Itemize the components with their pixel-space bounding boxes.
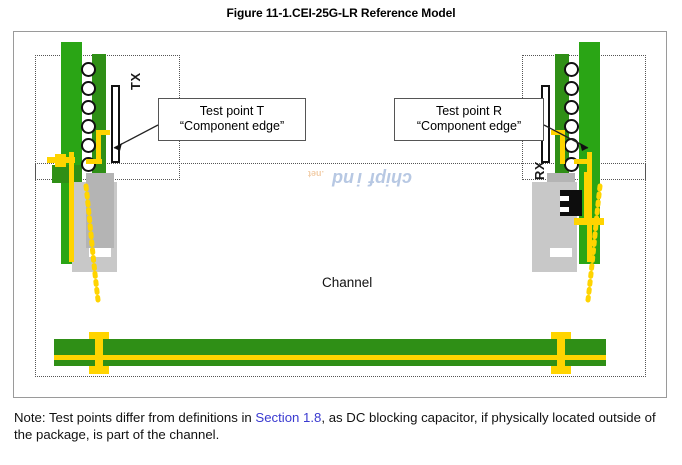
callout-r-line1: Test point R xyxy=(435,104,502,118)
tx-bga-ball xyxy=(81,138,96,153)
tx-bottom-via-cap-bot xyxy=(89,366,109,374)
rx-bottom-via-cap-bot xyxy=(551,366,571,374)
tx-bottom-via-cap-top xyxy=(89,332,109,339)
rx-bga-ball xyxy=(564,119,579,134)
capacitor-terminal-gap-top xyxy=(560,196,569,201)
tx-connector-core xyxy=(86,173,114,248)
rx-cap-pad xyxy=(574,218,604,225)
rx-bga-ball xyxy=(564,138,579,153)
tx-connector-gap xyxy=(89,248,111,257)
tx-bottom-via-stem xyxy=(95,332,103,374)
callout-r-line2: “Component edge” xyxy=(416,119,522,133)
channel-label: Channel xyxy=(322,275,373,290)
callout-test-point-t: Test point T “Component edge” xyxy=(158,98,306,141)
figure-note: Note: Test points differ from definition… xyxy=(14,409,674,443)
tx-die-bar xyxy=(111,85,120,163)
tx-package-trace-horz xyxy=(96,130,110,135)
dc-blocking-capacitor xyxy=(560,190,582,216)
capacitor-terminal-gap-bottom xyxy=(560,207,569,212)
tx-package-trace-foot xyxy=(86,159,102,164)
note-prefix: Note: Test points differ from definition… xyxy=(14,410,256,425)
tx-package-trace-vert xyxy=(96,130,101,164)
figure-title: Figure 11-1.CEI-25G-LR Reference Model xyxy=(226,6,456,20)
rx-bga-ball xyxy=(564,62,579,77)
note-suffix: , as DC blocking capacitor, if physicall… xyxy=(14,410,656,442)
figure-frame: TX RX Channel xyxy=(13,31,667,398)
tx-board-tab xyxy=(52,165,82,183)
rx-bottom-via-cap-top xyxy=(551,332,571,339)
tx-bga-ball xyxy=(81,62,96,77)
bottom-pcb-trace xyxy=(54,355,606,360)
rx-bga-ball xyxy=(564,81,579,96)
rx-package-trace-horz xyxy=(551,130,565,135)
tx-vertical-trace xyxy=(69,152,74,262)
rx-package-trace-vert xyxy=(560,130,565,164)
bottom-pcb-board xyxy=(54,339,606,366)
tx-via-stem xyxy=(55,154,66,167)
tx-bga-ball xyxy=(81,119,96,134)
channel-boundary xyxy=(35,163,646,377)
tx-bga-ball xyxy=(81,100,96,115)
rx-package-trace-foot xyxy=(574,159,590,164)
tx-bga-ball xyxy=(81,81,96,96)
callout-t-line1: Test point T xyxy=(199,104,265,118)
callout-test-point-r: Test point R “Component edge” xyxy=(394,98,544,141)
rx-bga-ball xyxy=(564,100,579,115)
note-section-link[interactable]: Section 1.8 xyxy=(255,410,322,425)
tx-label: TX xyxy=(128,72,143,90)
rx-label: RX xyxy=(532,160,547,180)
rx-bottom-via-stem xyxy=(557,332,565,374)
rx-cap-pad-stem xyxy=(584,172,591,222)
rx-connector-gap xyxy=(550,248,572,257)
callout-t-line2: “Component edge” xyxy=(179,119,285,133)
